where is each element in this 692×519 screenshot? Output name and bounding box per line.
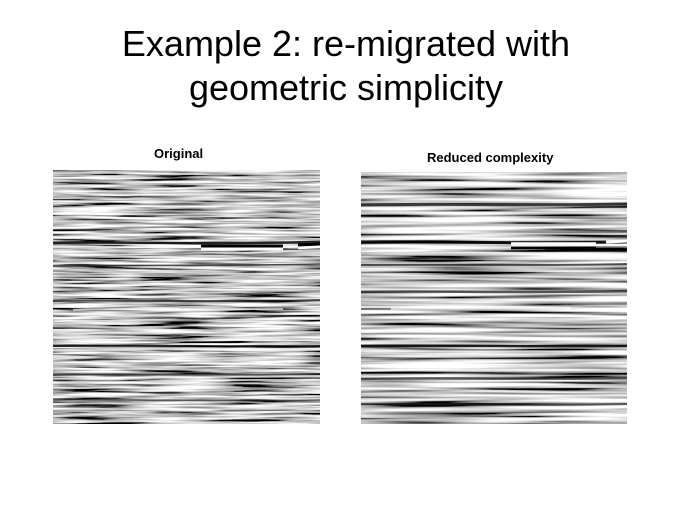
slide-title: Example 2: re-migrated with geometric si… bbox=[0, 22, 692, 110]
slide-title-line-2: geometric simplicity bbox=[188, 67, 504, 108]
reduced-complexity-seismic-image bbox=[361, 172, 627, 424]
original-reflectors bbox=[53, 240, 320, 402]
slide-title-line-1: Example 2: re-migrated with bbox=[121, 23, 571, 64]
original-caption: Original bbox=[154, 146, 204, 161]
reduced-complexity-caption: Reduced complexity bbox=[427, 150, 554, 165]
reduced-complexity-reflectors bbox=[361, 202, 627, 406]
original-seismic-image bbox=[53, 170, 320, 424]
